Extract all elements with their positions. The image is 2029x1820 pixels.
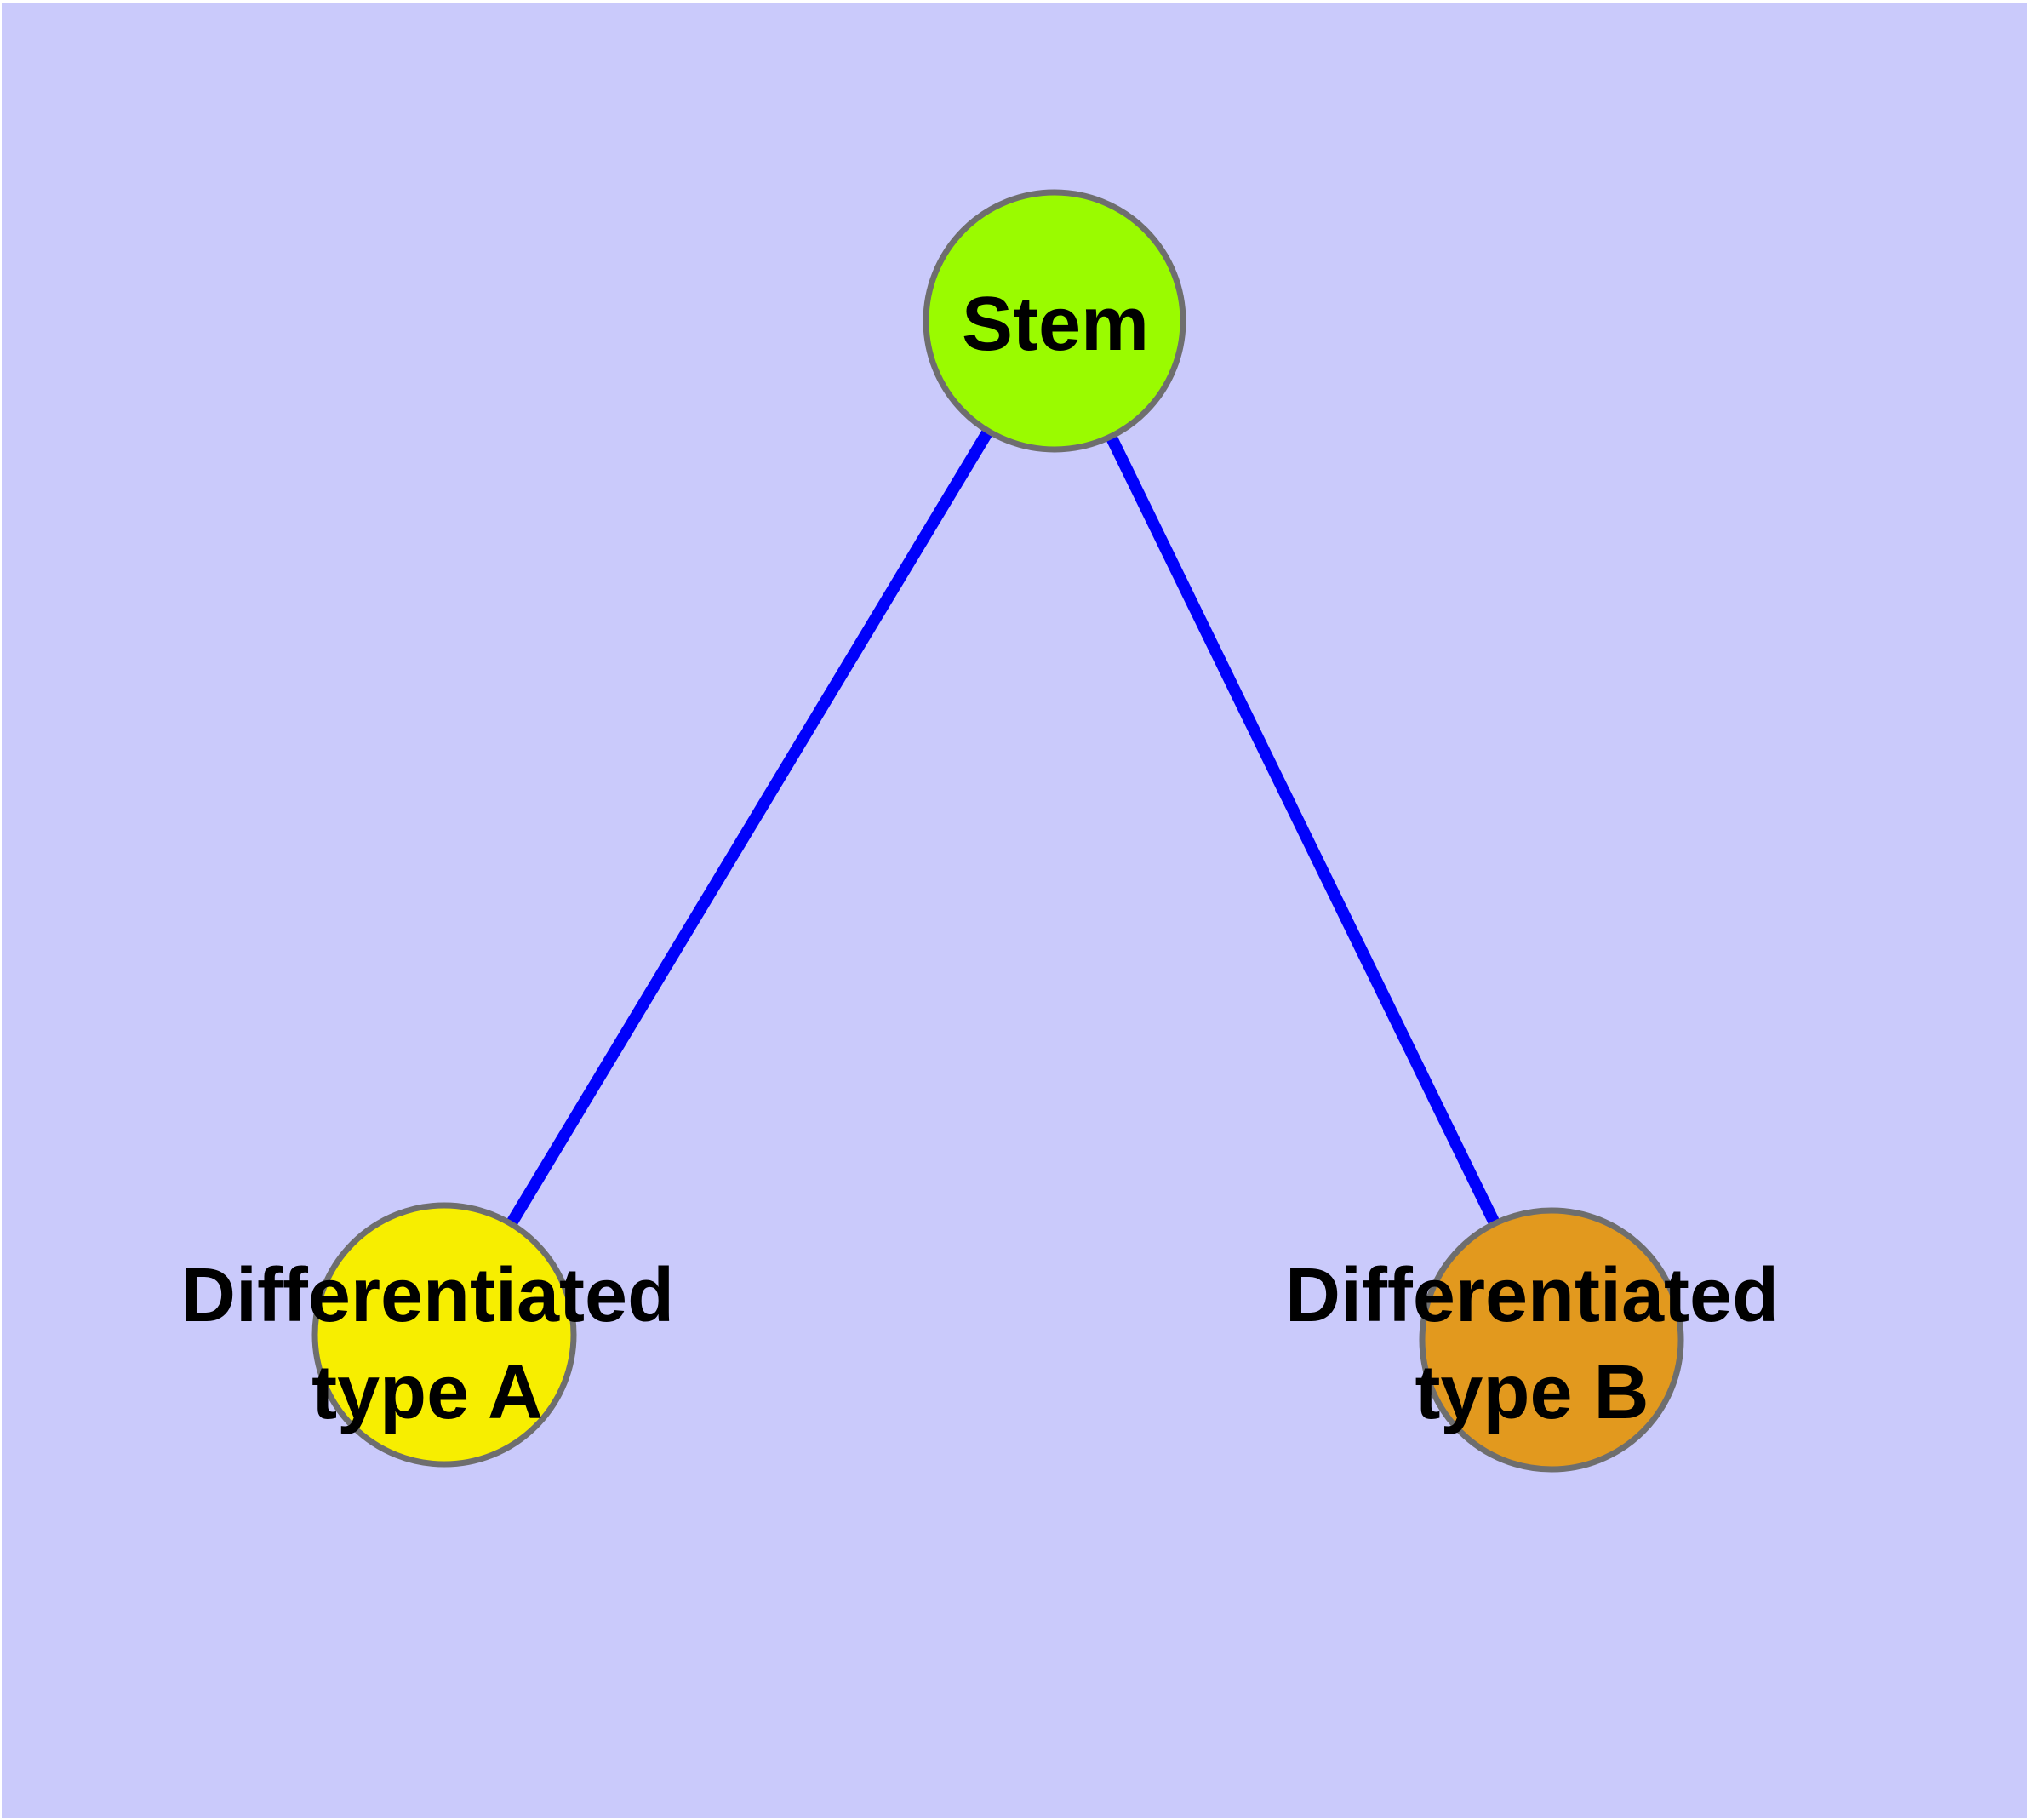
type-a-node-label: Differentiated type A xyxy=(180,1247,674,1441)
diagram-canvas: Stem Differentiated type A Differentiate… xyxy=(2,3,2027,1818)
type-b-node-circle xyxy=(1419,1207,1684,1473)
type-a-node-label-line1: Differentiated xyxy=(180,1253,675,1338)
graph-svg xyxy=(311,189,1684,1473)
type-b-node-label: Differentiated type B xyxy=(1285,1247,1779,1441)
edge-stem-to-type-a xyxy=(439,318,1060,1338)
type-b-node-label-line2: type B xyxy=(1415,1350,1649,1435)
stem-node-label: Stem xyxy=(962,276,1149,373)
type-b-node-label-line1: Differentiated xyxy=(1284,1253,1780,1338)
edge-stem-to-type-b xyxy=(1049,318,1557,1343)
stem-node-circle xyxy=(923,189,1186,453)
type-a-node-circle xyxy=(311,1202,577,1468)
stem-node-label-line1: Stem xyxy=(961,282,1150,367)
type-a-node-label-line2: type A xyxy=(311,1350,543,1435)
